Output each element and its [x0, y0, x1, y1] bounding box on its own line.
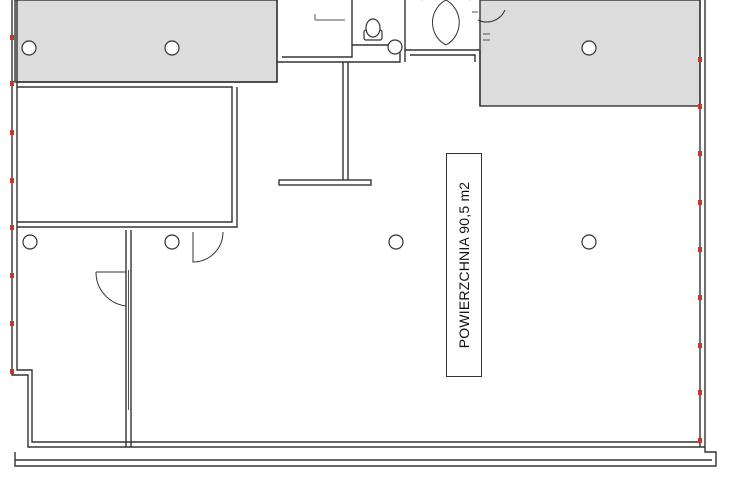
structural-column: [278, 62, 372, 186]
window-marker-icon: [698, 247, 702, 252]
window-marker-icon: [698, 151, 702, 156]
window-marker-icon: [698, 104, 702, 109]
toilet-icon: [363, 18, 383, 41]
outer-walls: [11, 0, 717, 467]
window-marker-icon: [698, 390, 702, 395]
window-marker-icon: [10, 321, 14, 326]
window-marker-icon: [10, 225, 14, 230]
window-marker-icon: [10, 369, 14, 374]
ceiling-light-icon: [581, 234, 597, 250]
area-label-box: POWIERZCHNIA 90,5 m2: [446, 153, 482, 377]
window-marker-icon: [10, 81, 14, 86]
window-marker-icon: [10, 273, 14, 278]
window-markers: [10, 35, 702, 443]
ceiling-light-icon: [388, 234, 404, 250]
window-marker-icon: [698, 343, 702, 348]
shaded-zone-left: [14, 0, 278, 83]
ceiling-light-icon: [21, 40, 37, 56]
ceiling-light-icon: [164, 234, 180, 250]
area-label: POWIERZCHNIA 90,5 m2: [456, 181, 472, 349]
door-swing-icon: [95, 0, 506, 307]
window-marker-icon: [10, 130, 14, 135]
bathroom-block: [277, 0, 481, 106]
interior-room-walls: [17, 0, 278, 228]
window-marker-icon: [698, 438, 702, 443]
ceiling-light-icon: [22, 234, 38, 250]
window-marker-icon: [698, 295, 702, 300]
window-marker-icon: [10, 178, 14, 183]
partition-wall: [125, 230, 132, 447]
ceiling-light-icon: [581, 40, 597, 56]
window-marker-icon: [698, 200, 702, 205]
window-marker-icon: [698, 57, 702, 62]
window-marker-icon: [10, 35, 14, 40]
ceiling-lights: [21, 40, 597, 250]
ceiling-light-icon: [164, 40, 180, 56]
washbasin-icon: [387, 39, 403, 55]
